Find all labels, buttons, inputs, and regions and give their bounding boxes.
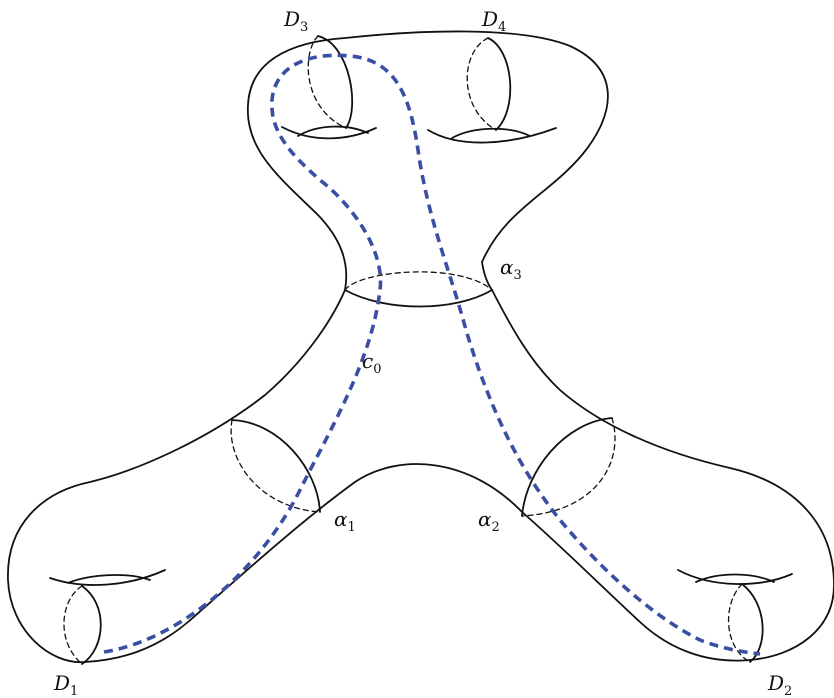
label-c0: c0	[362, 349, 381, 377]
curve-D1-front	[81, 585, 102, 665]
lower-valley-outline	[84, 463, 751, 663]
handle-bottom-right-lower	[677, 569, 793, 585]
handle-bottom-left-lower	[49, 569, 166, 586]
label-D1: D1	[53, 671, 78, 698]
curve-alpha1-front	[231, 419, 321, 513]
curve-c0	[103, 53, 761, 656]
right-arm-outline	[491, 289, 834, 661]
left-arm-upper-outline	[7, 289, 346, 663]
label-D3: D3	[283, 7, 308, 35]
curve-alpha1-back	[230, 419, 321, 513]
label-alpha2: α2	[478, 507, 500, 535]
labels: D3 D4 α3 c0 α1 α2 D1 D2	[53, 7, 792, 698]
handles	[49, 125, 793, 586]
curve-alpha2-front	[521, 417, 613, 517]
handle-top-right-lower	[427, 127, 557, 144]
cutting-curves	[63, 35, 764, 665]
curve-D3-back	[307, 35, 347, 129]
curve-D4-front	[487, 37, 512, 131]
curve-D2-front	[741, 583, 764, 663]
curve-D4-back	[466, 37, 497, 131]
label-D2: D2	[767, 671, 792, 698]
curve-D3-front	[317, 35, 353, 129]
curve-alpha3-front	[344, 289, 493, 308]
handle-top-left-upper	[297, 125, 369, 137]
top-lobe-outline	[247, 30, 609, 291]
label-D4: D4	[481, 7, 506, 35]
label-alpha1: α1	[334, 507, 356, 535]
surface-outline	[7, 30, 834, 663]
curve-D2-back	[727, 583, 751, 663]
handle-top-right-upper	[451, 127, 531, 139]
curve-D1-back	[63, 585, 83, 665]
handle-bottom-left-upper	[67, 574, 151, 584]
curve-alpha2-back	[521, 417, 616, 517]
handle-bottom-right-upper	[695, 573, 775, 583]
curve-alpha3-back	[344, 271, 493, 291]
handle-top-left-lower	[281, 126, 377, 140]
label-alpha3: α3	[500, 255, 522, 283]
